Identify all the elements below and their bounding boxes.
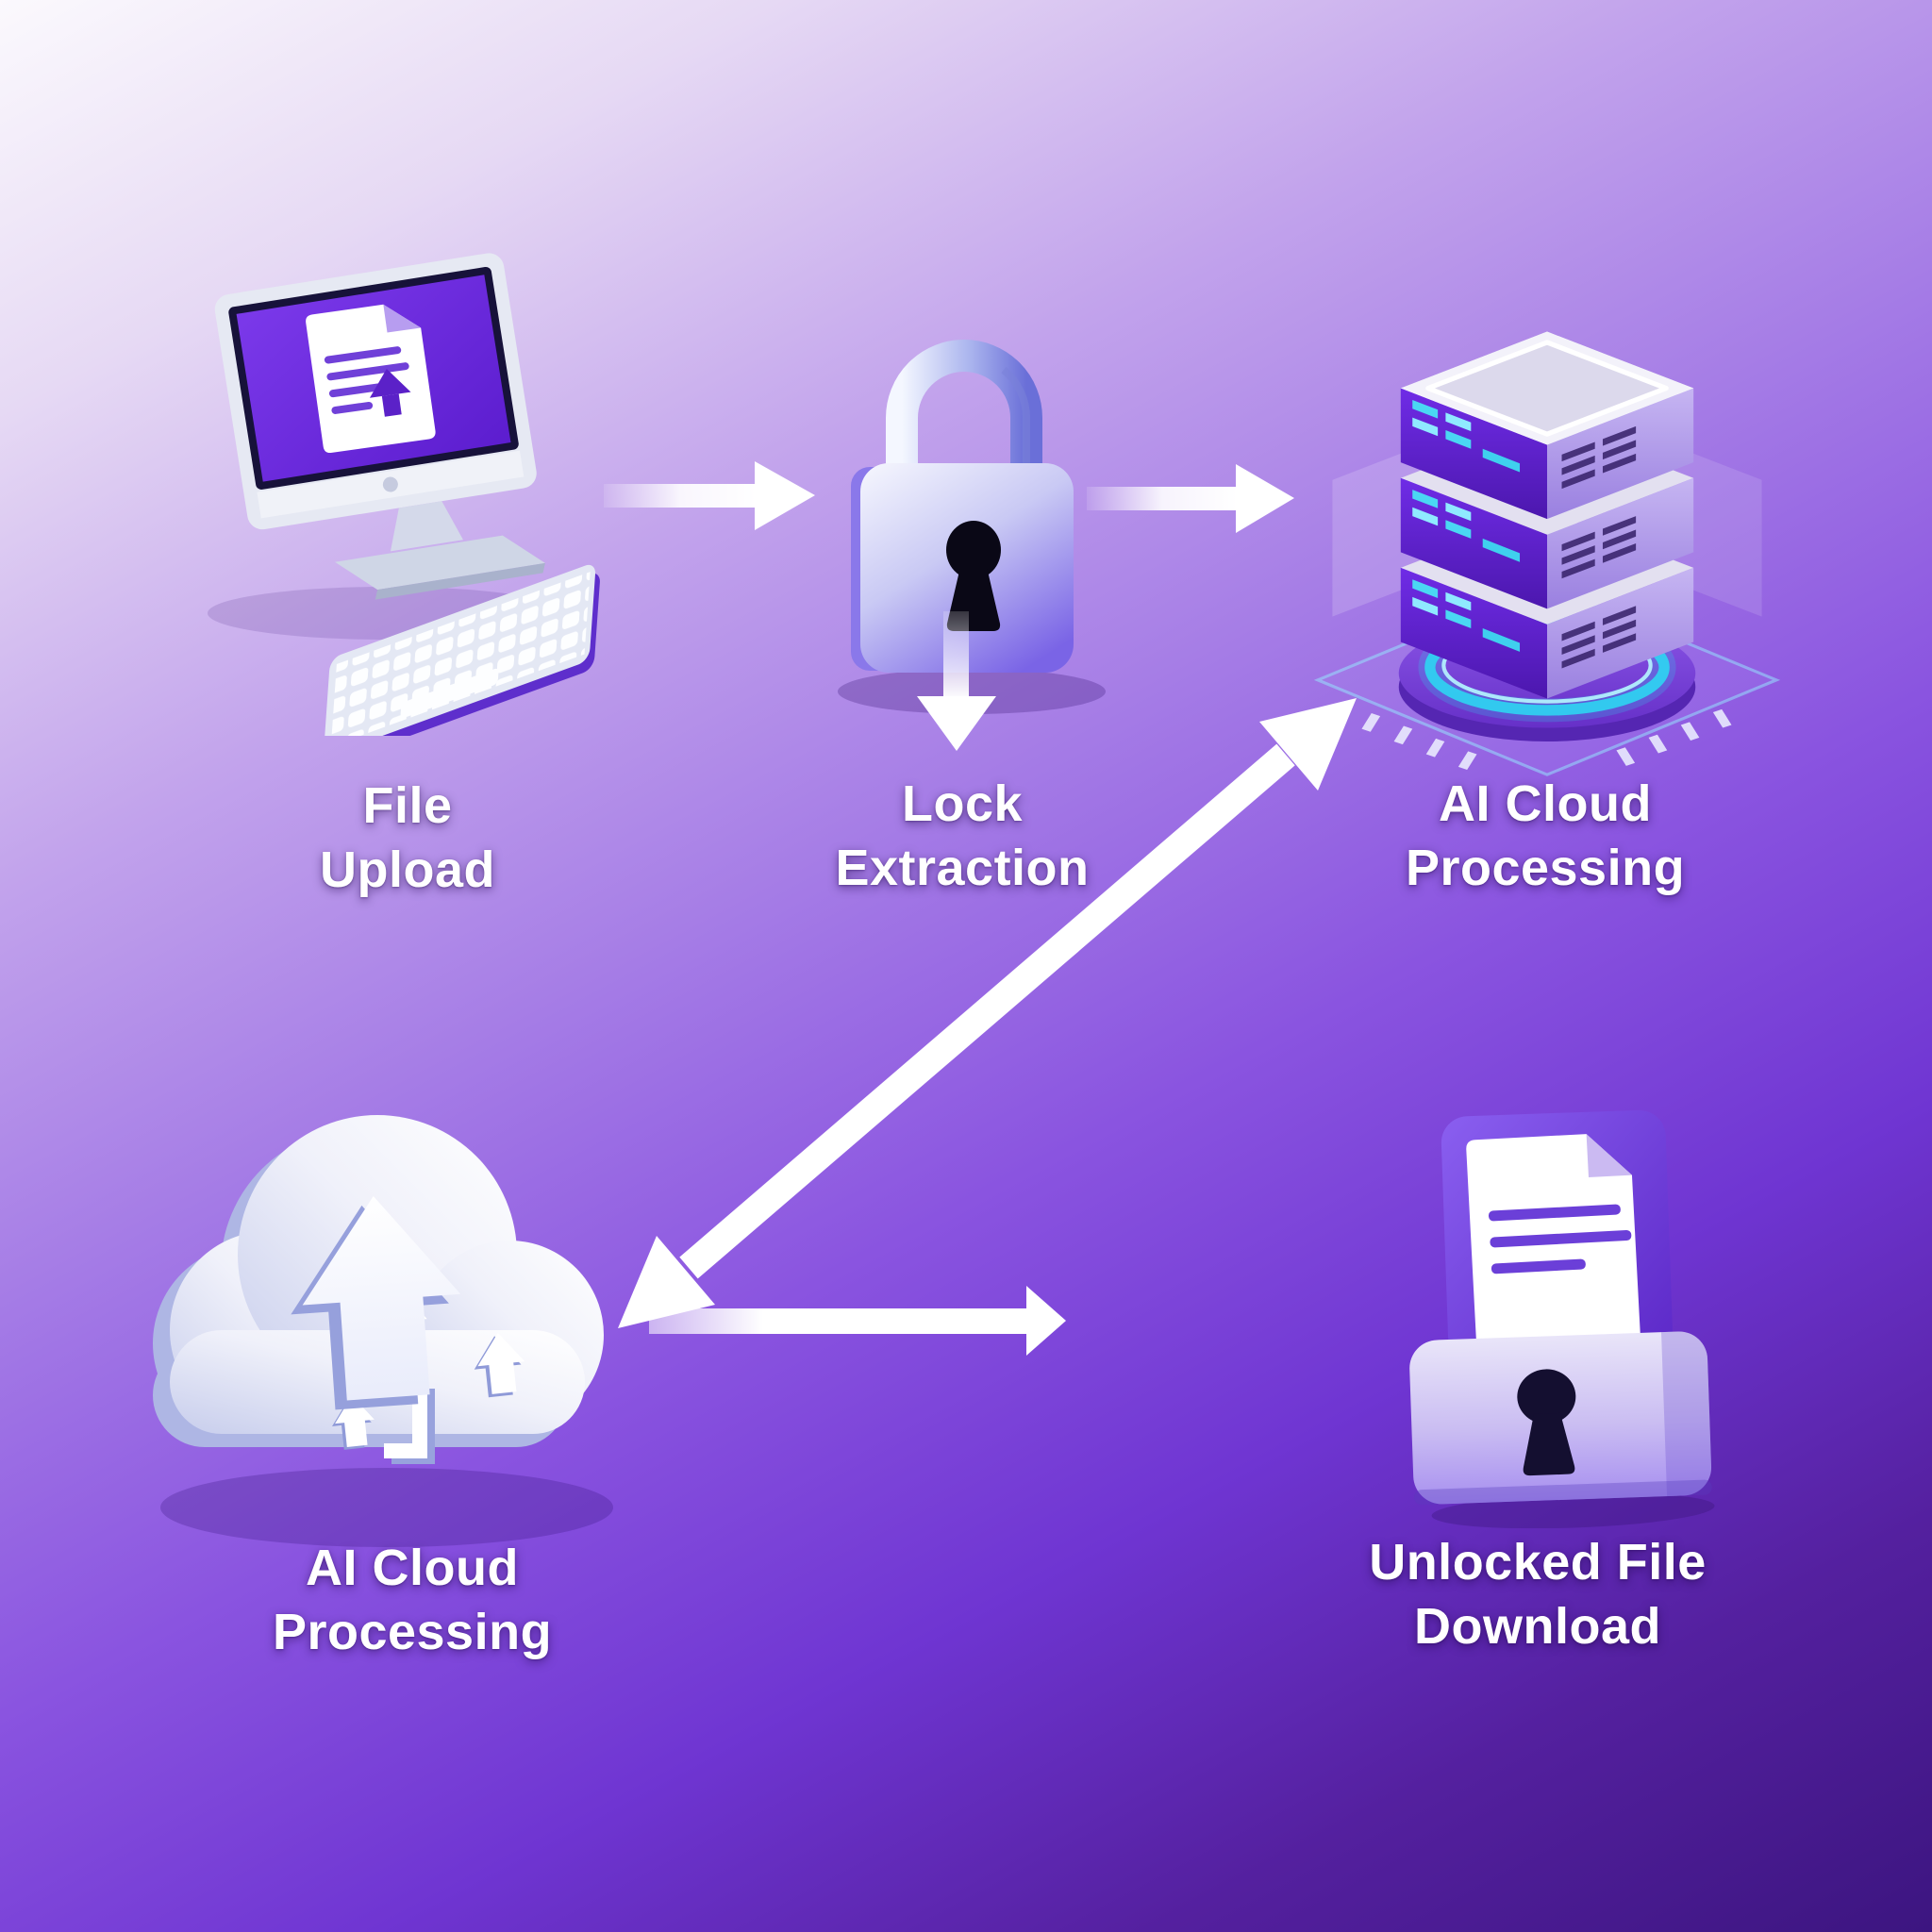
label-lock-extraction: Lock Extraction: [835, 775, 1090, 897]
label-ai-cloud-processing-top: AI Cloud Processing: [1405, 775, 1686, 897]
floor-dashes: [1361, 708, 1732, 771]
label-file-upload: File Upload: [320, 777, 495, 899]
computer-upload-icon: [208, 253, 600, 736]
document-icon: [1466, 1134, 1641, 1359]
server-stack-icon: [1313, 331, 1781, 776]
arrow-lock-to-server: [1087, 464, 1294, 533]
arrow-file-to-lock: [604, 461, 815, 530]
padlock-icon: [838, 340, 1106, 714]
cloud-upload-icon: [153, 1115, 613, 1547]
label-ai-cloud-processing-bottom: AI Cloud Processing: [272, 1540, 553, 1661]
label-unlocked-file-download: Unlocked File Download: [1369, 1534, 1707, 1656]
keyhole-icon: [1517, 1369, 1576, 1476]
keyboard-icon: [324, 564, 600, 736]
upload-arrow: [291, 1195, 461, 1410]
arrow-cloud-to-download: [649, 1286, 1066, 1356]
unlocked-file-icon: [1409, 1109, 1715, 1528]
